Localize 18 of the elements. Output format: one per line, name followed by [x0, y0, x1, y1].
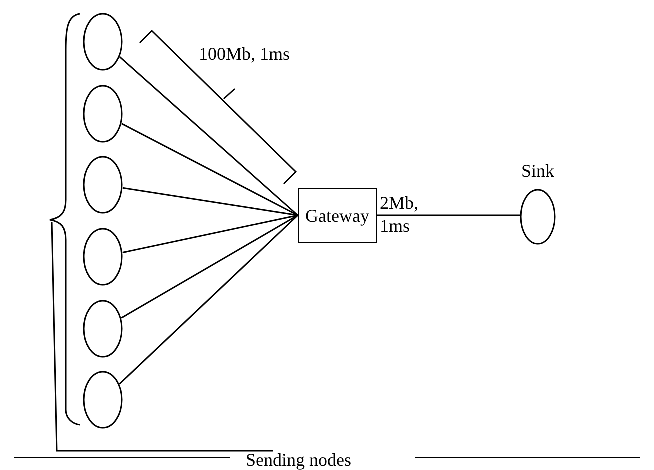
node-ellipse	[83, 371, 123, 429]
group-label: Sending nodes	[246, 449, 352, 470]
link-line	[122, 214, 298, 254]
gateway-box: Gateway	[298, 188, 377, 243]
node-title: Sink	[521, 160, 554, 182]
link-line	[121, 214, 298, 319]
link-line	[121, 123, 298, 216]
link-line	[120, 56, 298, 216]
edge-label: 2Mb, 1ms	[380, 192, 420, 238]
link-line	[119, 214, 299, 385]
node-ellipse	[83, 85, 123, 143]
link-label: 100Mb, 1ms	[199, 43, 290, 65]
node-ellipse	[83, 156, 123, 214]
node-ellipse	[83, 13, 123, 71]
link-line	[377, 214, 520, 216]
node-ellipse	[83, 300, 123, 358]
link-line	[122, 187, 298, 216]
node-ellipse	[83, 228, 123, 286]
